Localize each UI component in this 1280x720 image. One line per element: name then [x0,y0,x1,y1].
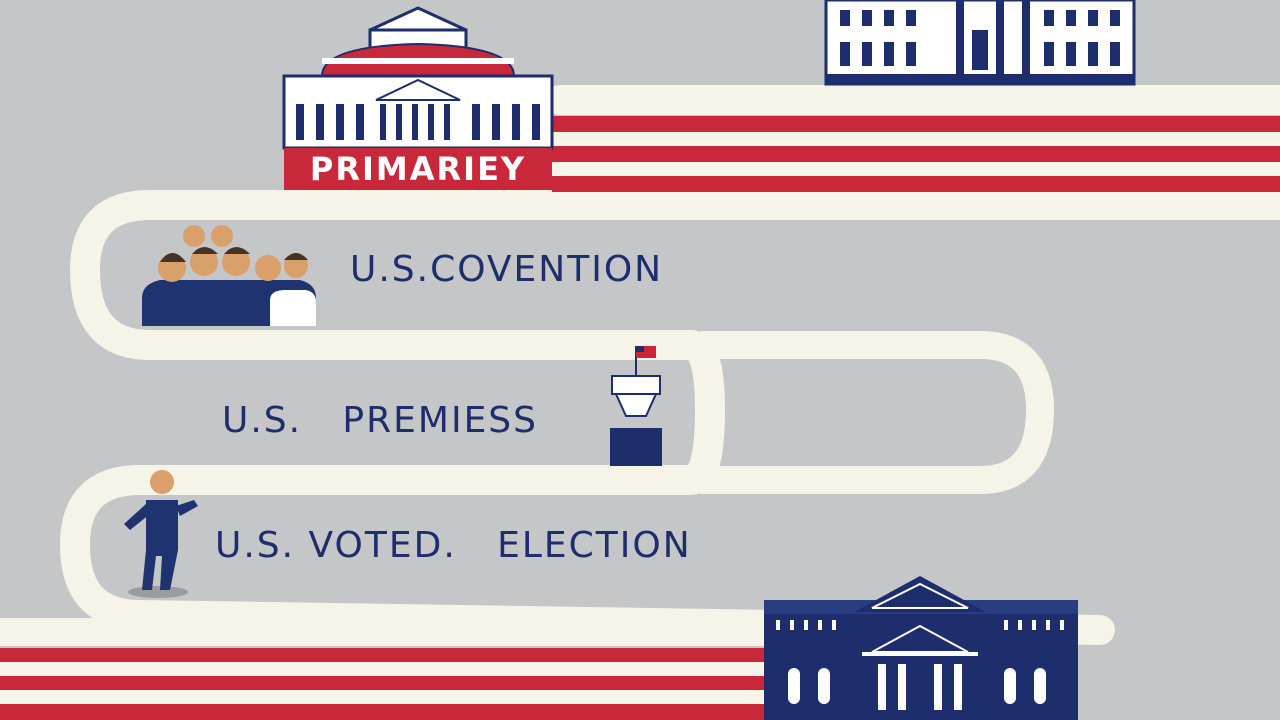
stage-label-election: U.S. VOTED. ELECTION [215,525,692,566]
road-loop-right [700,331,1055,494]
capitol-building-icon [282,6,554,150]
primary-banner: PRIMARIEY [284,148,552,190]
government-building-icon [764,576,1078,720]
white-house-icon [824,0,1136,86]
crowd-icon [142,225,316,326]
speaker-person-icon [124,470,198,598]
stage-label-premiess: U.S. PREMIESS [222,400,539,441]
flag-stripes-bottom [0,618,780,720]
flag-stripes-top [552,86,1280,220]
podium-flag-icon [610,346,662,466]
stage-label-convention: U.S.COVENTION [350,249,664,290]
